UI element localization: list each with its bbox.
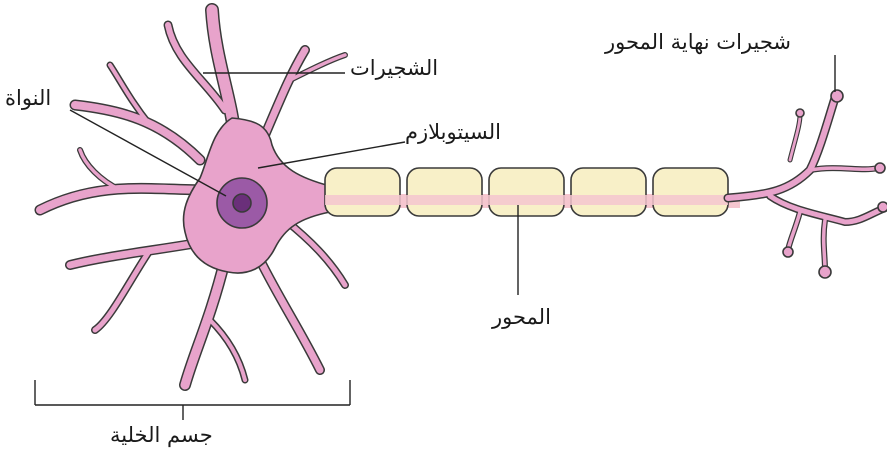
label-dendrites: الشجيرات xyxy=(350,58,438,79)
myelin-sheath-3 xyxy=(489,168,564,216)
terminal-bulb xyxy=(875,163,885,173)
neuron xyxy=(40,10,345,385)
terminal-bulb xyxy=(878,202,887,212)
myelin-sheath-2 xyxy=(407,168,482,216)
axon xyxy=(325,168,740,216)
label-axon-terminals: شجيرات نهاية المحور xyxy=(605,32,791,53)
myelin-sheath-5 xyxy=(653,168,728,216)
label-axon: المحور xyxy=(492,307,551,328)
axon-terminals xyxy=(728,90,887,278)
terminal-bulb xyxy=(783,247,793,257)
terminal-bulb xyxy=(831,90,843,102)
label-nucleus: النواة xyxy=(5,88,51,109)
myelin-sheath-1 xyxy=(325,168,400,216)
leader-lines xyxy=(35,55,835,420)
myelin-sheath-4 xyxy=(571,168,646,216)
label-cell-body: جسم الخلية xyxy=(110,425,213,446)
terminal-bulb xyxy=(796,109,804,117)
label-cytoplasm: السيتوبلازم xyxy=(405,122,501,143)
nucleolus xyxy=(233,194,251,212)
terminal-bulb xyxy=(819,266,831,278)
leader-line-cytoplasm xyxy=(258,142,405,168)
